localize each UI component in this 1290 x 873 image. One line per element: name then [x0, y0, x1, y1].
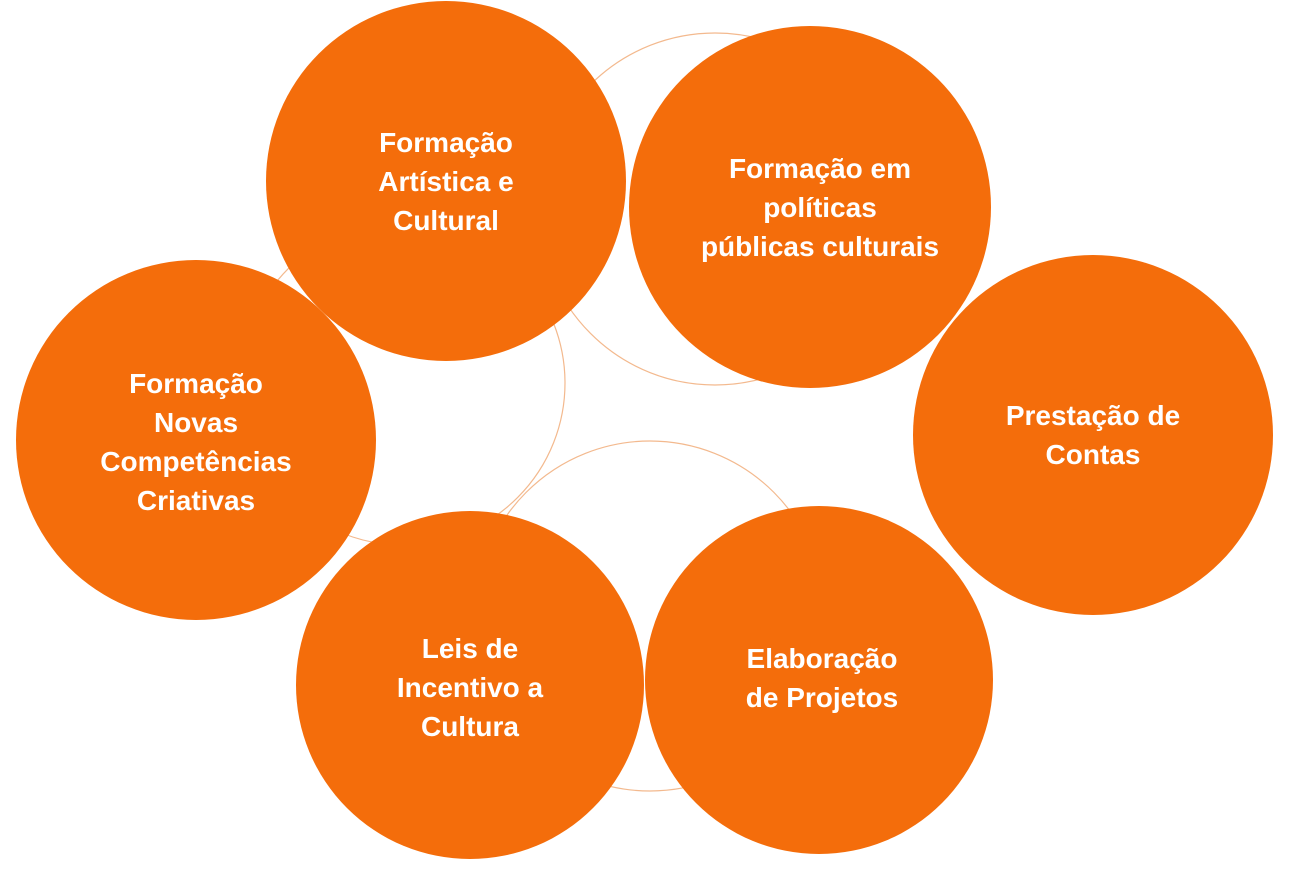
node-circle-politicas-publicas	[629, 26, 991, 388]
node-circle-novas-competencias	[16, 260, 376, 620]
node-circle-leis-incentivo	[296, 511, 644, 859]
node-label-line: Criativas	[136, 485, 256, 516]
node-label-formacao-artistica: Formação Artística e Cultural	[286, 101, 606, 261]
node-label-prestacao-contas: Prestação de Contas	[933, 375, 1253, 495]
node-circle-elaboracao-projetos	[645, 506, 993, 854]
node-label-line: Formação	[379, 126, 513, 158]
node-label-novas-competencias: Formação Novas Competências Criativas	[36, 342, 356, 542]
node-label-line: Cultural	[393, 204, 499, 236]
node-label-leis-incentivo: Leis de Incentivo a Cultura	[310, 607, 630, 767]
node-label-line: Competências	[100, 446, 292, 477]
node-label-line: Novas	[153, 407, 239, 438]
node-label-politicas-publicas: Formação em políticas públicas culturais	[650, 127, 990, 287]
node-label-line: Formação	[129, 368, 263, 399]
node-circle-prestacao-contas	[913, 255, 1273, 615]
node-label-line: públicas culturais	[700, 230, 940, 262]
node-label-line: Cultura	[420, 710, 519, 742]
node-label-line: Prestação de	[1005, 400, 1181, 431]
node-label-elaboracao-projetos: Elaboração de Projetos	[662, 618, 982, 738]
node-circle-formacao-artistica	[266, 1, 626, 361]
node-label-line: políticas	[763, 191, 877, 223]
node-label-line: de Projetos	[745, 682, 899, 713]
node-circles	[16, 1, 1273, 859]
node-label-line: Elaboração	[746, 643, 898, 674]
node-label-line: Artística e	[378, 165, 514, 197]
node-label-line: Leis de	[421, 632, 519, 664]
node-label-line: Formação em	[728, 152, 912, 184]
node-label-line: Incentivo a	[396, 671, 544, 703]
node-label-line: Contas	[1045, 439, 1141, 470]
